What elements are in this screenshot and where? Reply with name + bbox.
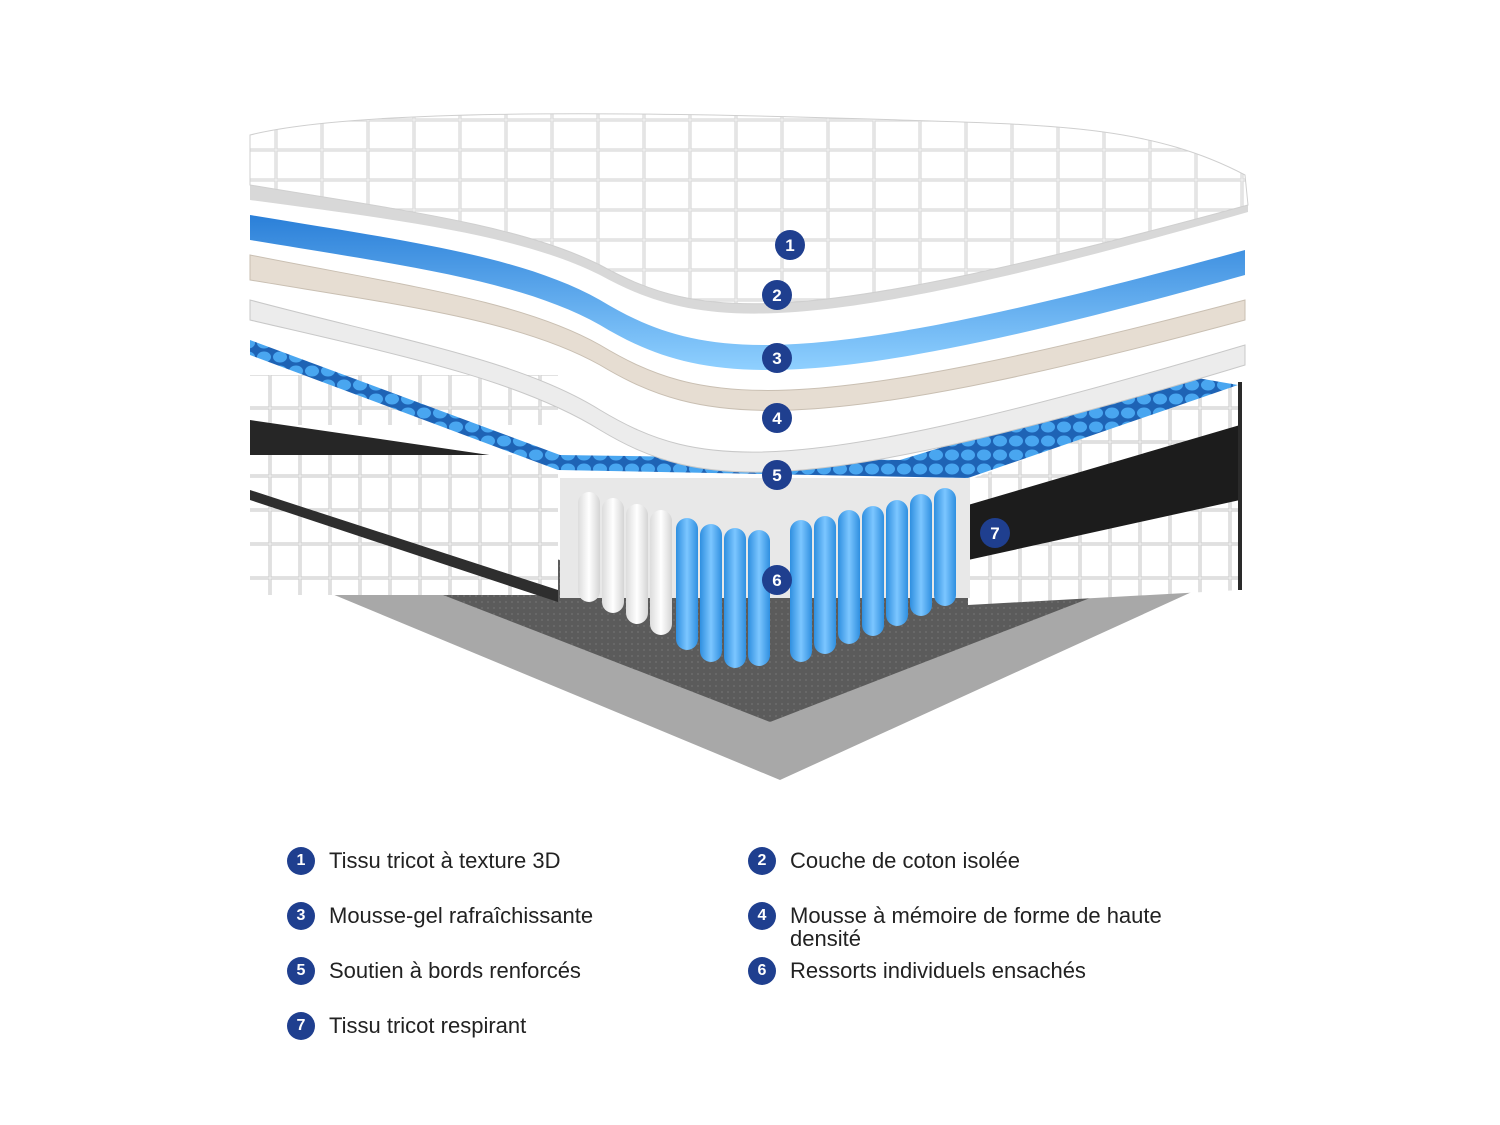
layer-reinforced-edge (249, 299, 1246, 473)
svg-text:1: 1 (785, 236, 794, 255)
legend-label-2: Couche de coton isolée (790, 848, 1020, 873)
legend-item-2: 2 Couche de coton isolée (748, 846, 1230, 875)
svg-text:5: 5 (772, 466, 781, 485)
legend-label-7: Tissu tricot respirant (329, 1013, 527, 1038)
right-side-panel (968, 380, 1242, 605)
callout-4: 4 (762, 403, 792, 433)
layer-knit-top (249, 113, 1249, 305)
legend-item-1: 1 Tissu tricot à texture 3D (287, 846, 769, 875)
legend-item-5: 5 Soutien à bords renforcés (287, 956, 769, 985)
legend-badge-4: 4 (748, 902, 776, 930)
coil-tops (250, 340, 1238, 478)
legend-item-7: 7 Tissu tricot respirant (287, 1011, 769, 1040)
svg-text:3: 3 (772, 349, 781, 368)
legend-label-5: Soutien à bords renforcés (329, 958, 581, 983)
legend-badge-6: 6 (748, 957, 776, 985)
callout-2: 2 (762, 280, 792, 310)
callout-5: 5 (762, 460, 792, 490)
callout-1: 1 (775, 230, 805, 260)
layer-memory-foam (249, 254, 1246, 411)
svg-text:6: 6 (772, 571, 781, 590)
callout-7: 7 (980, 518, 1010, 548)
left-side-panel (250, 375, 558, 602)
legend-label-3: Mousse-gel rafraîchissante (329, 903, 594, 928)
callout-3: 3 (762, 343, 792, 373)
legend-item-6: 6 Ressorts individuels ensachés (748, 956, 1230, 985)
layer-gel-foam (250, 215, 1245, 371)
legend-item-3: 3 Mousse-gel rafraîchissante (287, 901, 769, 930)
svg-text:2: 2 (772, 286, 781, 305)
legend-badge-1: 1 (287, 847, 315, 875)
legend-badge-7: 7 (287, 1012, 315, 1040)
mattress-layers-illustration: 1 2 3 4 5 6 7 (249, 113, 1249, 780)
legend-label-6: Ressorts individuels ensachés (790, 958, 1086, 983)
legend-badge-2: 2 (748, 847, 776, 875)
legend-label-1: Tissu tricot à texture 3D (329, 848, 561, 873)
legend-item-4: 4 Mousse à mémoire de forme de haute den… (748, 901, 1230, 950)
svg-text:4: 4 (772, 409, 782, 428)
legend-badge-3: 3 (287, 902, 315, 930)
callout-6: 6 (762, 565, 792, 595)
legend-label-4: Mousse à mémoire de forme de haute densi… (790, 903, 1162, 951)
svg-text:7: 7 (990, 524, 999, 543)
legend-badge-5: 5 (287, 957, 315, 985)
